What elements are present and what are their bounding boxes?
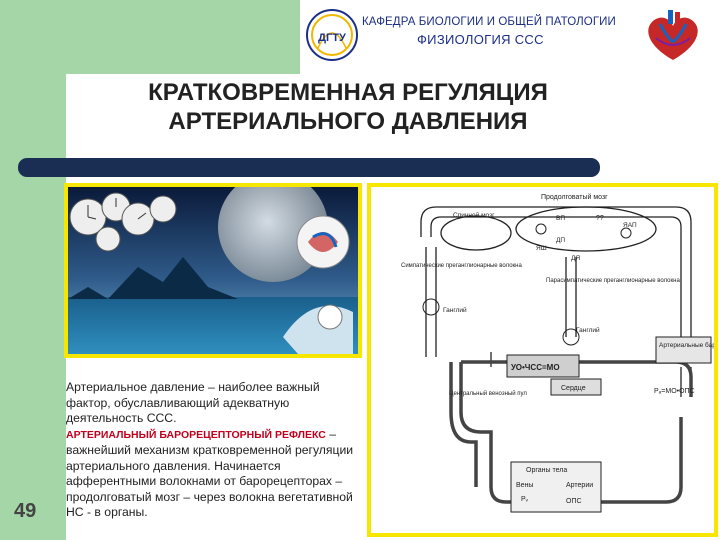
parasympathetic-label: Парасимпатические преганглионарные волок… bbox=[546, 278, 680, 284]
body-text: Артериальное давление – наиболее важный … bbox=[66, 380, 366, 521]
yaa-label: ЯАП bbox=[623, 222, 637, 229]
body-paragraph-1: Артериальное давление – наиболее важный … bbox=[66, 380, 320, 425]
ganglion-1-label: Ганглий bbox=[443, 306, 467, 314]
spinal-cord-label: Спинной мозг bbox=[453, 211, 495, 219]
pv-label: Pᵥ bbox=[521, 496, 529, 503]
page-number: 49 bbox=[14, 500, 37, 522]
university-crest-icon: ДГТУ bbox=[306, 9, 358, 61]
arterial-baroreceptors-label: Артериальные барорецепторы bbox=[659, 341, 714, 349]
vp-label: ВП bbox=[556, 215, 565, 222]
sympathetic-label: Симпатические преганглионарные волокна bbox=[401, 263, 522, 269]
title-line-2: АРТЕРИАЛЬНОГО ДАВЛЕНИЯ bbox=[168, 108, 528, 135]
ysh-label: ЯШ bbox=[536, 245, 547, 252]
heart-output-formula: УО•ЧСС=МО bbox=[511, 363, 560, 372]
arteries-label: Артерии bbox=[566, 482, 593, 489]
subject-name: ФИЗИОЛОГИЯ ССС bbox=[417, 32, 544, 47]
slide-title: КРАТКОВРЕМЕННАЯ РЕГУЛЯЦИЯ АРТЕРИАЛЬНОГО … bbox=[98, 78, 598, 136]
ops-label: ОПС bbox=[566, 498, 582, 505]
question-label: ?? bbox=[596, 215, 604, 222]
heart-label: Сердце bbox=[561, 385, 586, 392]
left-accent-band bbox=[0, 0, 66, 540]
title-line-1: КРАТКОВРЕМЕННАЯ РЕГУЛЯЦИЯ bbox=[148, 79, 548, 106]
department-name: КАФЕДРА БИОЛОГИИ И ОБЩЕЙ ПАТОЛОГИИ bbox=[362, 16, 616, 28]
baroreflex-diagram: УО•ЧСС=МО Сердце Органы тела Вены Артери… bbox=[367, 183, 718, 537]
logo-text: ДГТУ bbox=[318, 32, 346, 44]
body-paragraph-2: – важнейший механизм кратковременной рег… bbox=[66, 426, 354, 520]
baroreceptor-reflex-term: АРТЕРИАЛЬНЫЙ БАРОРЕЦЕПТОРНЫЙ РЕФЛЕКС bbox=[66, 428, 326, 441]
heart-anatomy-icon bbox=[648, 10, 698, 60]
organs-label: Органы тела bbox=[526, 467, 567, 474]
title-divider bbox=[18, 158, 600, 177]
central-pool-label: Центральный венозный пул bbox=[449, 390, 527, 397]
top-accent-band bbox=[0, 0, 300, 74]
ganglion-2-label: Ганглий bbox=[576, 326, 600, 334]
illustration-clocks-moon bbox=[64, 183, 362, 358]
pressure-formula: Pₐ=МО•ОПС bbox=[654, 388, 695, 395]
veins-label: Вены bbox=[516, 482, 533, 489]
dp-label: ДП bbox=[556, 237, 565, 244]
medulla-label: Продолговатый мозг bbox=[541, 193, 608, 201]
dya-label: ДЯ bbox=[571, 255, 580, 262]
